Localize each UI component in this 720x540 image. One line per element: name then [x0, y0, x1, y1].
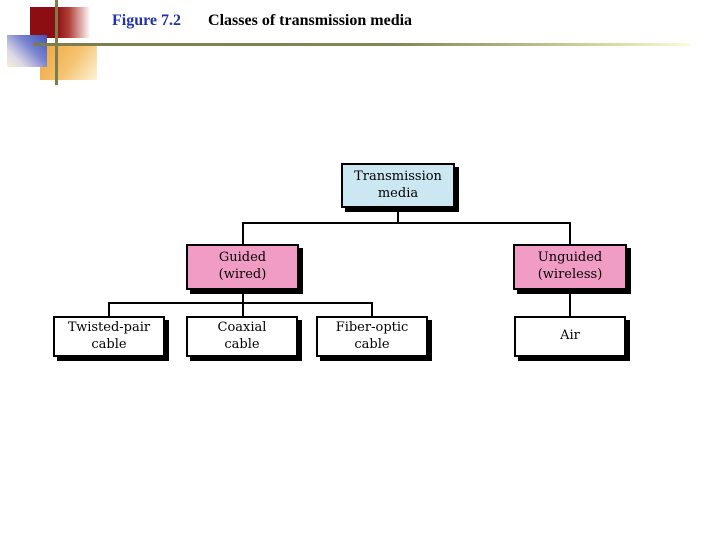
- connector-air-drop: [569, 290, 571, 316]
- connector-guided-drop: [242, 222, 244, 244]
- slide-logo: [0, 0, 720, 110]
- logo-blue-square: [7, 35, 47, 67]
- logo-red-square: [30, 7, 93, 38]
- connector-coaxial-drop: [242, 302, 244, 316]
- node-unguided: Unguided (wireless): [513, 244, 627, 290]
- node-air-label: Air: [560, 328, 580, 344]
- connector-guided-stub: [242, 290, 244, 303]
- node-air: Air: [514, 316, 626, 357]
- node-unguided-label: Unguided (wireless): [537, 250, 603, 282]
- connector-mid-horizontal: [108, 302, 373, 304]
- connector-twisted-drop: [108, 302, 110, 316]
- connector-fiber-drop: [371, 302, 373, 316]
- logo-orange-square: [40, 46, 97, 80]
- node-fiber-optic-cable: Fiber-optic cable: [316, 316, 428, 357]
- figure-title: Classes of transmission media: [208, 12, 413, 29]
- figure-label: Figure 7.2: [112, 12, 182, 29]
- connector-unguided-drop: [569, 222, 571, 244]
- node-guided-label: Guided (wired): [218, 250, 267, 282]
- node-twisted-pair-cable: Twisted-pair cable: [53, 316, 165, 357]
- header-rule: [33, 43, 690, 46]
- connector-top-horizontal: [242, 222, 571, 224]
- node-transmission-media-label: Transmission media: [354, 168, 442, 201]
- node-twisted-pair-cable-label: Twisted-pair cable: [67, 319, 151, 352]
- connector-root-stub: [397, 208, 399, 223]
- node-fiber-optic-cable-label: Fiber-optic cable: [335, 319, 409, 352]
- node-guided: Guided (wired): [186, 244, 299, 290]
- node-transmission-media: Transmission media: [341, 163, 455, 208]
- node-coaxial-cable-label: Coaxial cable: [217, 319, 267, 352]
- node-coaxial-cable: Coaxial cable: [186, 316, 298, 357]
- logo-vertical-line: [55, 0, 58, 85]
- slide-title: Figure 7.2 Classes of transmission media: [112, 12, 412, 30]
